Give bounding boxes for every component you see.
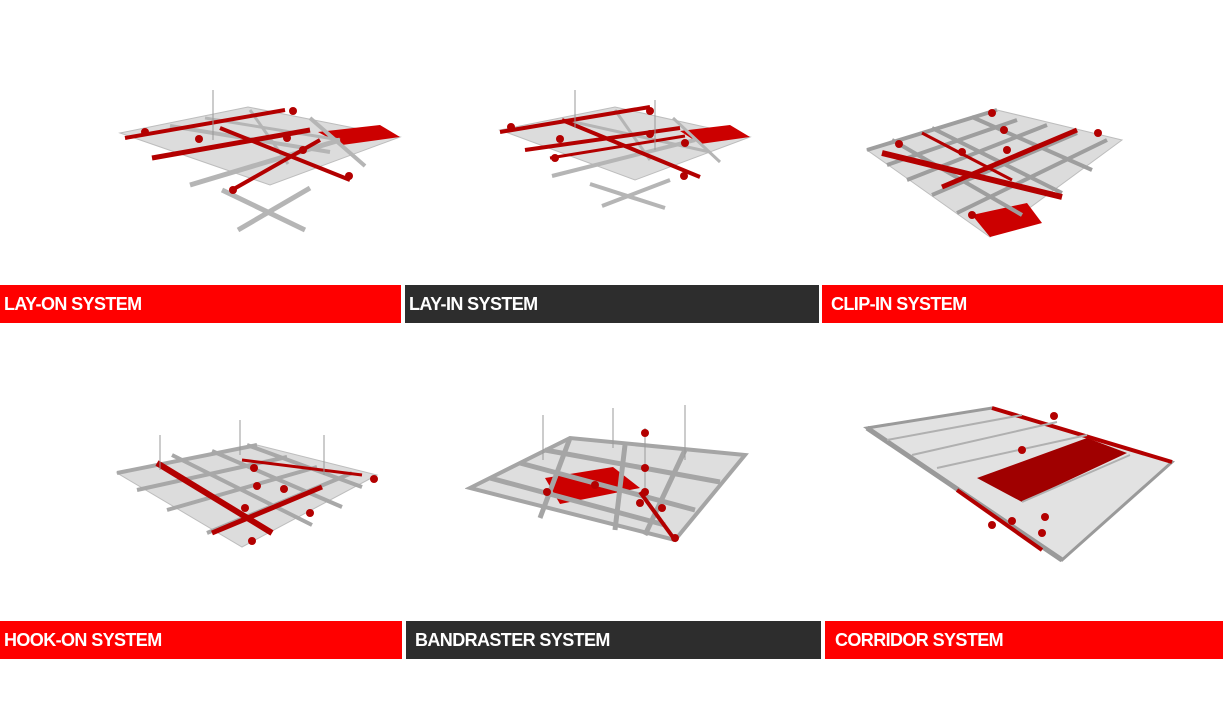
hook-on-ceiling-illustration [115,420,379,548]
lay-on-system-label: LAY-ON SYSTEM [4,293,142,314]
lay-in-system-label: LAY-IN SYSTEM [409,293,538,314]
bandraster-system-banner[interactable]: BANDRASTER SYSTEM [406,621,821,659]
corridor-ceiling-illustration [863,406,1176,563]
hook-on-system-banner[interactable]: HOOK-ON SYSTEM [0,621,402,659]
bandraster-system-label: BANDRASTER SYSTEM [415,629,610,650]
clip-in-system-banner[interactable]: CLIP-IN SYSTEM [822,285,1223,323]
lay-on-ceiling-illustration [118,90,402,233]
hook-on-system-label: HOOK-ON SYSTEM [4,629,162,650]
lay-on-system-banner[interactable]: LAY-ON SYSTEM [0,285,401,323]
clip-in-ceiling-illustration [865,108,1124,238]
clip-in-system-label: CLIP-IN SYSTEM [831,293,967,314]
corridor-system-banner[interactable]: CORRIDOR SYSTEM [825,621,1223,659]
corridor-system-label: CORRIDOR SYSTEM [835,629,1004,650]
bandraster-ceiling-illustration [465,405,749,543]
lay-in-system-banner[interactable]: LAY-IN SYSTEM [405,285,819,323]
lay-in-ceiling-illustration [498,90,752,210]
